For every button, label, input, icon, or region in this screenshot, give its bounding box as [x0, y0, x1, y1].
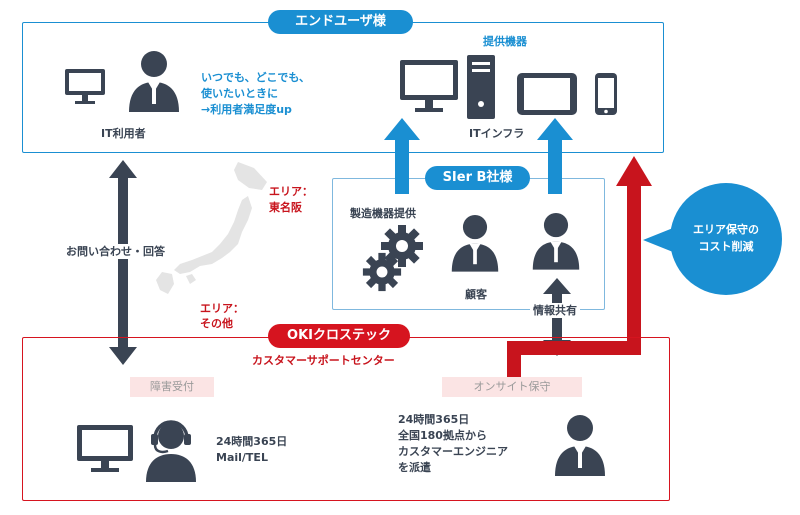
benefit-line-1: いつでも、どこでも、: [201, 71, 311, 84]
onsite-maintenance-tag: オンサイト保守: [442, 377, 582, 397]
onsite-line-1: 24時間365日: [398, 413, 470, 426]
area-other-line-2: その他: [200, 317, 233, 330]
oki-title: OKIクロステック: [268, 324, 410, 348]
area-east-line-2: 東名阪: [269, 201, 302, 214]
end-user-title: エンドユーザ様: [268, 10, 413, 34]
bubble-line-2: コスト削減: [698, 240, 754, 253]
gear-icon: [362, 252, 402, 292]
onsite-path-arrow: [507, 156, 652, 388]
area-other-line-1: エリア：: [200, 302, 244, 315]
inquiry-label: お問い合わせ・回答: [64, 244, 167, 259]
person-icon: [129, 51, 179, 112]
manufacturing-label: 製造機器提供: [350, 207, 416, 220]
onsite-line-3: カスタマーエンジニア: [398, 445, 508, 458]
onsite-line-2: 全国180拠点から: [398, 429, 487, 442]
info-share-label: 情報共有: [530, 303, 580, 318]
it-infra-label: ITインフラ: [469, 127, 525, 140]
fault-reception-tag: 障害受付: [130, 377, 214, 397]
benefit-line-3: →利用者満足度up: [201, 103, 292, 116]
engineer-person-icon: [555, 415, 605, 476]
equipment-up-arrow: [384, 118, 420, 194]
support-center-label: カスタマーサポートセンター: [252, 354, 395, 367]
provided-equipment-label: 提供機器: [483, 35, 527, 48]
monitor-icon: [77, 425, 133, 472]
it-user-label: IT利用者: [101, 127, 146, 140]
support-line-2: Mail/TEL: [216, 451, 268, 464]
inquiry-double-arrow: [109, 160, 137, 365]
bubble-line-1: エリア保守の: [693, 223, 759, 236]
customer-label: 顧客: [465, 288, 487, 301]
onsite-line-4: を派遣: [398, 461, 431, 474]
customer-person-icon: [451, 215, 499, 272]
cost-reduction-bubble: エリア保守の コスト削減: [670, 183, 782, 295]
bubble-tail: [643, 228, 673, 252]
japan-map: [156, 162, 267, 294]
area-east-line-1: エリア：: [269, 185, 313, 198]
desktop-tower-icon: [467, 55, 495, 119]
monitor-icon: [65, 69, 105, 104]
sier-staff-person-icon: [532, 213, 580, 270]
desktop-monitor-icon: [400, 60, 458, 112]
tablet-icon: [517, 73, 577, 115]
equipment-up-arrow-2: [537, 118, 573, 194]
support-line-1: 24時間365日: [216, 435, 288, 448]
sier-title: SIer B社様: [425, 166, 530, 190]
benefit-line-2: 使いたいときに: [201, 87, 278, 100]
headset-operator-icon: [146, 420, 196, 482]
gear-icon: [381, 225, 423, 267]
smartphone-icon: [595, 73, 617, 115]
